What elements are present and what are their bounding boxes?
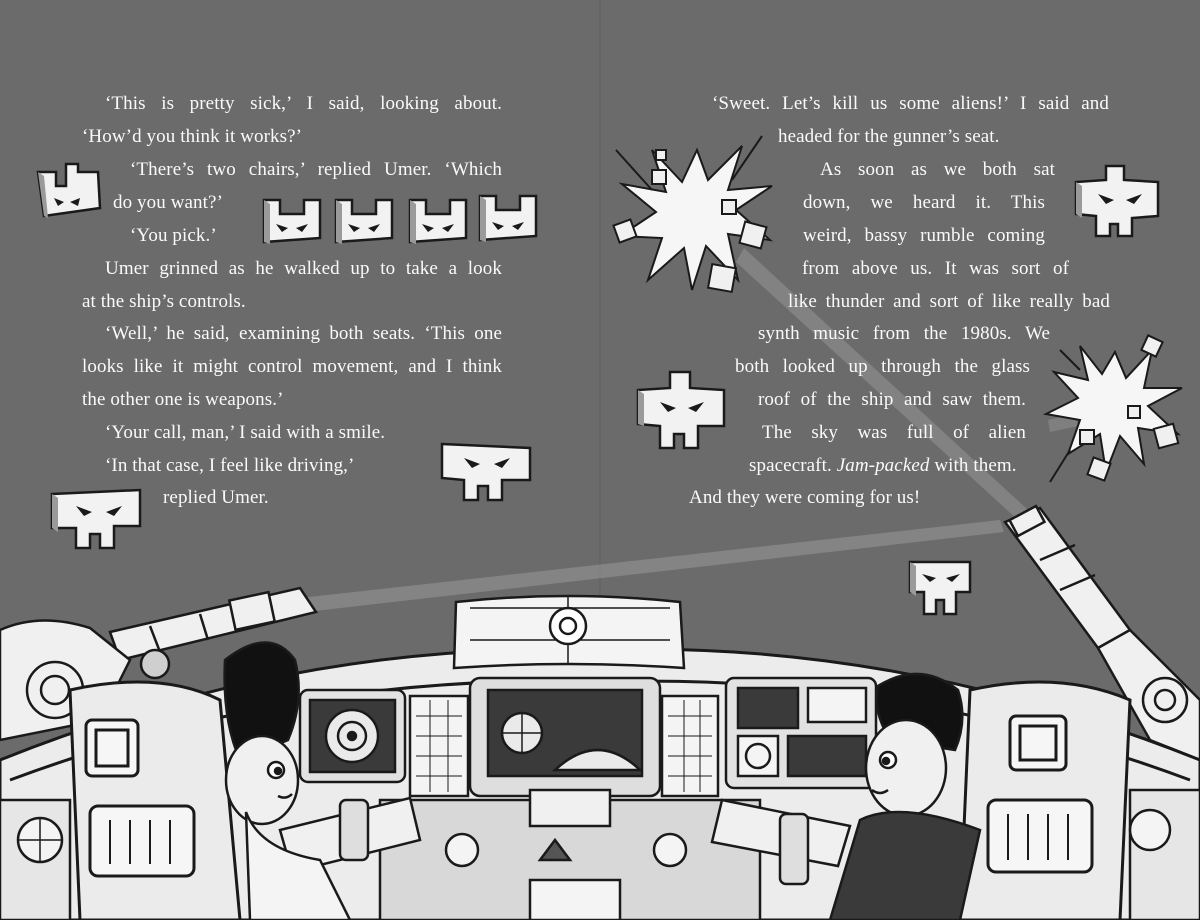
laser-beam-right: [736, 248, 1028, 520]
text-line: both looked up through the glass: [735, 356, 1030, 377]
text-line: down, we heard it. This: [803, 192, 1045, 213]
text-line: ‘Well,’ he said, examining both seats. ‘…: [105, 323, 502, 344]
alien-ship-icon: [1074, 164, 1160, 238]
alien-ship-icon: [36, 162, 102, 218]
narrator-character: [778, 672, 982, 920]
explosion-icon: [1042, 334, 1183, 483]
text-line: replied Umer.: [163, 487, 269, 508]
text-line: ‘Your call, man,’ I said with a smile.: [105, 422, 386, 443]
book-gutter: [599, 0, 601, 920]
text-line: ‘How’d you think it works?’: [82, 126, 303, 147]
right-control-panel: [724, 676, 878, 790]
text-line: the other one is weapons.’: [82, 389, 284, 410]
text-line: ‘Sweet. Let’s kill us some aliens!’ I sa…: [712, 93, 1109, 114]
text-line: from above us. It was sort of: [802, 258, 1069, 279]
text-line: Umer grinned as he walked up to take a l…: [105, 258, 502, 279]
alien-ship-icon: [262, 198, 322, 244]
alien-ship-icon: [50, 488, 142, 550]
text-line: like thunder and sort of like really bad: [788, 291, 1110, 312]
right-laser-cannon: [1003, 504, 1200, 762]
umer-character: [223, 641, 370, 920]
text-line: roof of the ship and saw them.: [758, 389, 1026, 410]
right-gunner-seat: [958, 680, 1132, 920]
central-console: [378, 676, 762, 920]
alien-ship-icon: [334, 198, 394, 244]
text-line: synth music from the 1980s. We: [758, 323, 1050, 344]
text-line: do you want?’: [113, 192, 223, 213]
text-line: headed for the gunner’s seat.: [778, 126, 1000, 147]
alien-ship-icon: [440, 442, 532, 502]
text-line: ‘You pick.’: [130, 225, 217, 246]
text-line: As soon as we both sat: [820, 159, 1055, 180]
emphasis-text: Jam-packed: [836, 455, 930, 476]
text-span: spacecraft.: [749, 455, 837, 476]
alien-ship-icon: [636, 370, 726, 450]
text-line: And they were coming for us!: [689, 487, 921, 508]
text-line: ‘In that case, I feel like driving,’: [105, 455, 355, 476]
text-line: weird, bassy rumble coming: [803, 225, 1045, 246]
text-span: with them.: [929, 455, 1017, 476]
text-line: The sky was full of alien: [762, 422, 1026, 443]
text-line: ‘This is pretty sick,’ I said, looking a…: [105, 93, 502, 114]
text-line: looks like it might control movement, an…: [82, 356, 502, 377]
side-console-right: [1128, 788, 1200, 920]
left-pilot-seat: [68, 680, 242, 920]
hud-display: [452, 594, 686, 670]
laser-beam-left: [300, 520, 1004, 612]
alien-ship-icon: [408, 198, 468, 244]
radar-panel: [298, 688, 407, 784]
alien-ship-icon: [908, 560, 972, 616]
text-line: spacecraft. Jam-packed with them.: [749, 449, 1017, 482]
explosion-icon: [612, 135, 774, 294]
text-line: ‘There’s two chairs,’ replied Umer. ‘Whi…: [130, 159, 502, 180]
side-console-left: [0, 798, 72, 920]
text-line: at the ship’s controls.: [82, 291, 246, 312]
alien-ship-icon: [478, 194, 538, 242]
